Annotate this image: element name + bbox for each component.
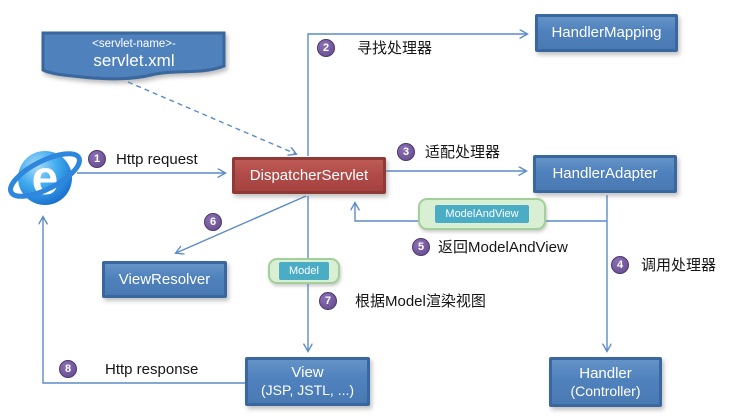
- step-8-http-response: 8 Http response: [59, 360, 198, 378]
- step-5-return-modelandview: 5 返回ModelAndView: [412, 236, 568, 257]
- step-7-badge: 7: [319, 291, 337, 310]
- servlet-config-line1: <servlet-name>-: [92, 38, 176, 50]
- internet-explorer-icon: e: [8, 151, 82, 205]
- step-8-text: Http response: [105, 360, 199, 378]
- model-capsule: Model: [268, 258, 340, 284]
- modelandview-capsule: ModelAndView: [418, 198, 546, 230]
- servlet-config-line2: servlet.xml: [93, 51, 175, 70]
- step-1-badge: 1: [88, 150, 106, 168]
- handler-mapping-node: HandlerMapping: [535, 14, 678, 52]
- handler-mapping-label: HandlerMapping: [551, 24, 662, 41]
- step-2-text: 寻找处理器: [357, 40, 433, 57]
- step-5-badge: 5: [412, 237, 430, 256]
- handler-adapter-node: HandlerAdapter: [533, 155, 677, 193]
- step-5-text: 返回ModelAndView: [438, 239, 568, 256]
- handler-line1: Handler: [579, 364, 632, 382]
- view-line1: View: [291, 364, 324, 381]
- servlet-config-shape: [41, 31, 226, 81]
- dispatcher-servlet-node: DispatcherServlet: [232, 157, 386, 194]
- view-resolver-node: ViewResolver: [102, 261, 227, 298]
- step-6-resolve-view: 6: [204, 213, 222, 231]
- model-chip: Model: [279, 262, 329, 280]
- step-1-text: Http request: [116, 150, 198, 168]
- step-4-invoke-handler: 4 调用处理器: [611, 254, 716, 275]
- step-4-text: 调用处理器: [641, 257, 717, 274]
- view-node: View (JSP, JSTL, ...): [245, 357, 370, 406]
- handler-adapter-label: HandlerAdapter: [552, 165, 658, 182]
- step-1-http-request: 1 Http request: [88, 150, 198, 168]
- connector-http-response: [43, 217, 245, 384]
- step-4-badge: 4: [611, 255, 629, 274]
- step-7-render-view: 7 根据Model渲染视图: [319, 290, 486, 311]
- connector-find-handler: [307, 34, 527, 156]
- connector-to-viewresolver: [176, 195, 307, 253]
- step-2-badge: 2: [317, 38, 335, 57]
- modelandview-chip: ModelAndView: [435, 205, 529, 223]
- step-6-badge: 6: [204, 213, 222, 231]
- servlet-config-label: <servlet-name>- servlet.xml: [42, 37, 226, 71]
- step-2-find-handler: 2 寻找处理器: [317, 37, 432, 58]
- step-3-text: 适配处理器: [425, 144, 501, 161]
- view-resolver-label: ViewResolver: [118, 270, 211, 288]
- handler-line2: (Controller): [570, 382, 641, 399]
- step-3-adapt-handler: 3 适配处理器: [397, 141, 500, 162]
- dispatcher-servlet-label: DispatcherServlet: [249, 166, 369, 184]
- step-3-badge: 3: [397, 142, 415, 161]
- handler-controller-node: Handler (Controller): [549, 357, 662, 407]
- step-8-badge: 8: [59, 360, 77, 378]
- step-7-text: 根据Model渲染视图: [355, 293, 486, 310]
- connector-config-dashed: [127, 81, 296, 154]
- view-line2: (JSP, JSTL, ...): [260, 382, 355, 398]
